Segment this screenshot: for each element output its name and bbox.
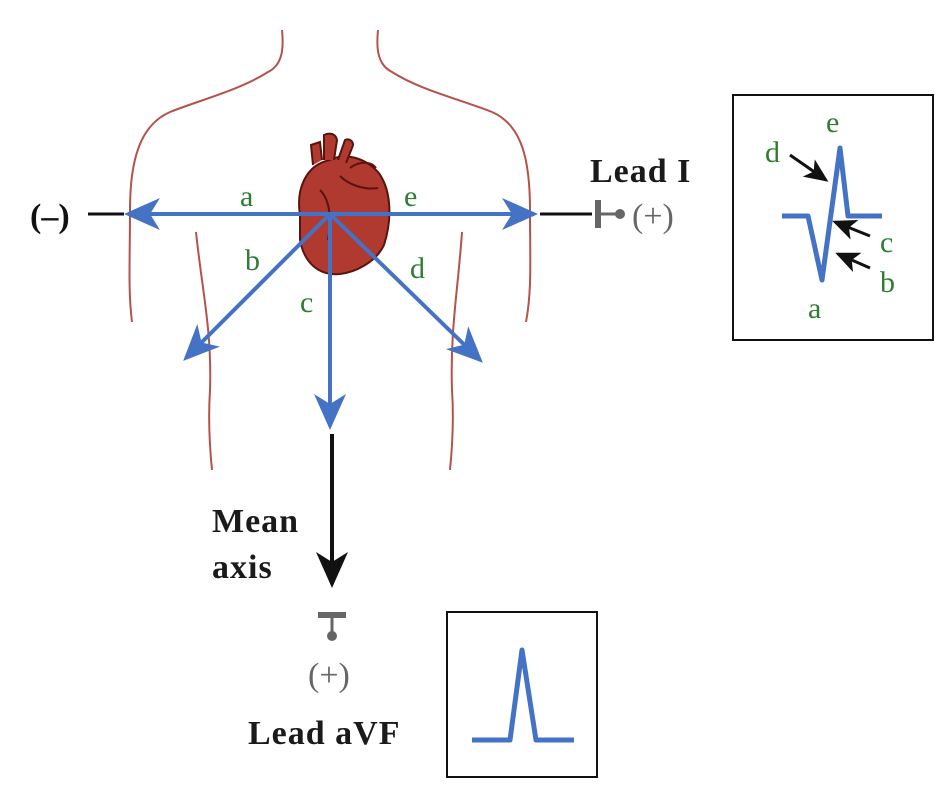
lead-avf-label: Lead aVF (248, 715, 401, 752)
vector-b (183, 212, 332, 361)
electrode-icon (595, 200, 625, 228)
vectors (124, 198, 538, 430)
heart-icon (298, 132, 391, 276)
tracing-label-c: c (880, 226, 893, 259)
tracing-label-e: e (826, 106, 839, 139)
lead-avf-waveform (472, 647, 574, 743)
lead-avf-pole-label: (+) (308, 657, 350, 694)
vector-label-d: d (410, 252, 425, 285)
pointer-b (835, 252, 871, 273)
negative-pole-label: (–) (30, 198, 70, 235)
torso-outline (128, 29, 532, 471)
vector-d (328, 212, 483, 363)
vector-label-a: a (240, 180, 253, 213)
lead-i-label: Lead I (590, 153, 691, 190)
lead-i-pole-label: (+) (632, 198, 674, 235)
vector-label-c: c (300, 286, 313, 319)
tracing-label-a: a (808, 292, 821, 325)
lead-i-tracing-box: e d c b a (732, 94, 934, 341)
pointer-c (832, 220, 871, 240)
lead-avf-tracing-box (446, 611, 598, 778)
pointer-d (789, 153, 829, 182)
tracing-label-d: d (765, 136, 780, 169)
mean-axis-label-line1: Mean (212, 503, 299, 540)
vector-label-b: b (245, 244, 260, 277)
vector-label-e: e (404, 180, 417, 213)
lead-i-waveform (782, 145, 882, 283)
electrode-icon (318, 612, 346, 641)
tracing-label-b: b (880, 266, 895, 299)
mean-axis-label-line2: axis (212, 549, 273, 586)
